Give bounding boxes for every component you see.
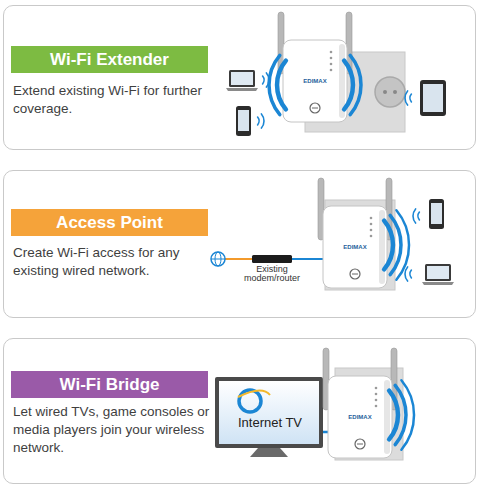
description-text: Create Wi-Fi access for any existing wir… (13, 244, 213, 280)
feature-panel: Wi-Fi ExtenderExtend existing Wi-Fi for … (3, 5, 476, 150)
device-label: Existing modem/router (242, 265, 302, 284)
brand-mark: EDIMAX (335, 244, 375, 250)
description-text: Extend existing Wi-Fi for further covera… (13, 82, 213, 118)
feature-panel: Access PointCreate Wi-Fi access for any … (3, 170, 476, 318)
screen-text: Internet TV (222, 416, 318, 430)
description-text: Let wired TVs, game consoles or media pl… (13, 403, 213, 458)
brand-mark: EDIMAX (295, 78, 335, 84)
heading-band: Access Point (11, 209, 208, 236)
heading-band: Wi-Fi Extender (11, 46, 208, 73)
brand-mark: EDIMAX (340, 414, 380, 420)
feature-panel: Wi-Fi BridgeLet wired TVs, game consoles… (3, 338, 476, 484)
heading-band: Wi-Fi Bridge (11, 371, 208, 398)
